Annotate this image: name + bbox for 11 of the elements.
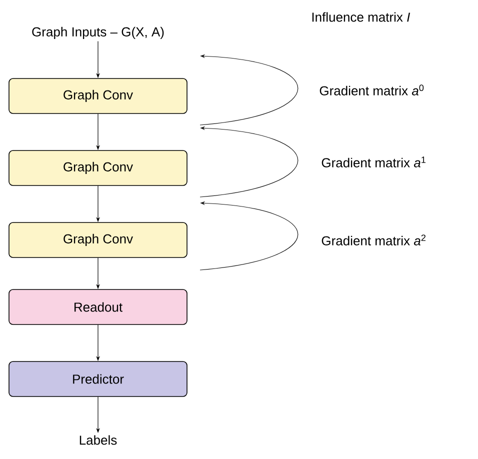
node-text: Graph Inputs – G(X, A) (32, 26, 164, 40)
annotation-label: Gradient matrix a$^{1}$ (322, 156, 426, 168)
layer-box: Graph Conv (8, 150, 188, 186)
node-text: Labels (80, 435, 117, 445)
predictor-box: Predictor (8, 361, 188, 397)
annotation-label: Gradient matrix a$^{0}$ (320, 84, 424, 96)
readout-box: Readout (8, 289, 188, 325)
layer-box: Graph Conv (8, 222, 188, 258)
layer-box: Graph Conv (8, 78, 188, 114)
heading-label: Influence matrix I (312, 12, 410, 22)
annotation-label: Gradient matrix a$^{2}$ (322, 234, 426, 246)
